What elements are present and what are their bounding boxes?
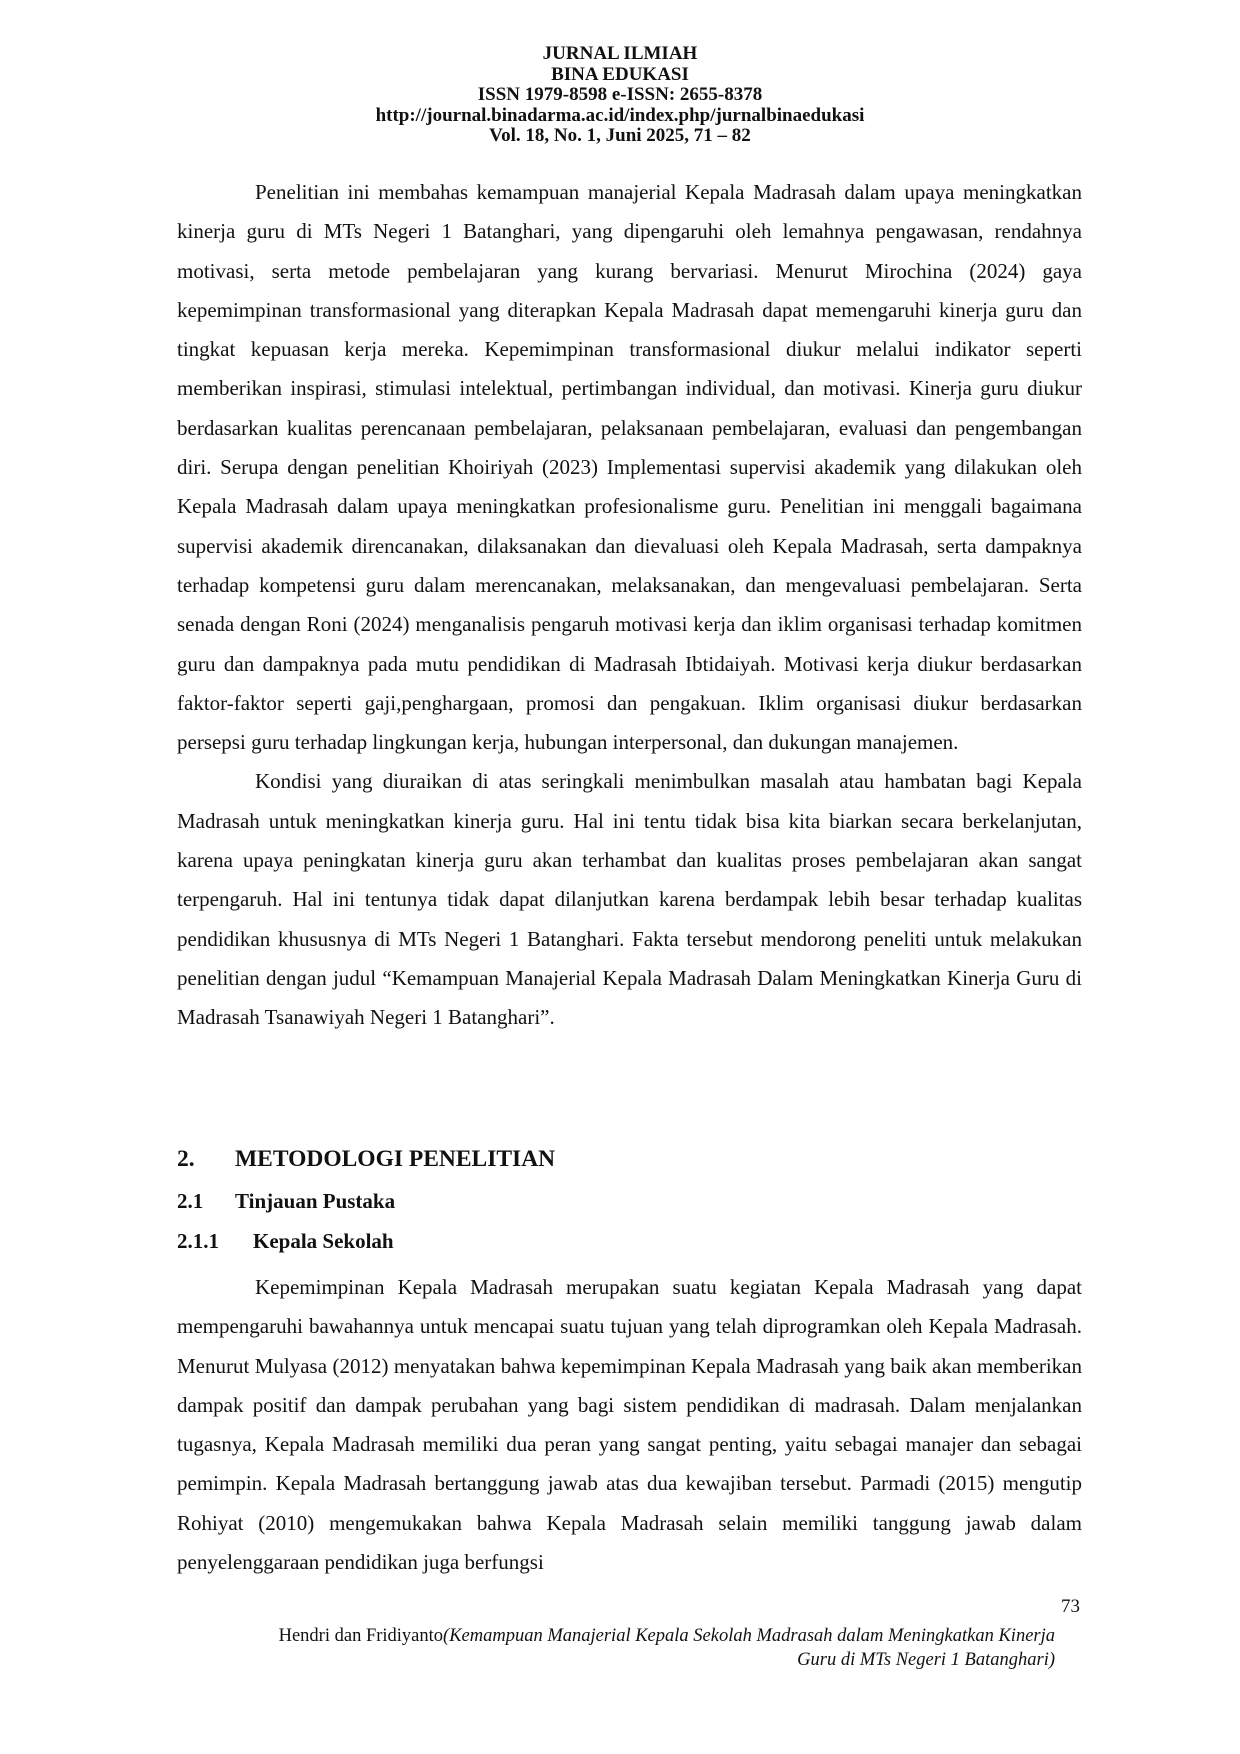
journal-issn: ISSN 1979-8598 e-ISSN: 2655-8378 (477, 84, 763, 105)
subsubsection-title: Kepala Sekolah (253, 1229, 394, 1253)
footer-authors: Hendri dan Fridiyanto (278, 1626, 444, 1646)
page-footer: Hendri dan Fridiyanto(Kemampuan Manajeri… (150, 1624, 1055, 1672)
footer-title-line2: Guru di MTs Negeri 1 Batanghari) (797, 1650, 1055, 1670)
footer-title-line1: (Kemampuan Manajerial Kepala Sekolah Mad… (443, 1626, 1055, 1646)
subsection-title: Tinjauan Pustaka (235, 1189, 396, 1213)
journal-name-line2: BINA EDUKASI (551, 63, 689, 85)
paragraph-1: Penelitian ini membahas kemampuan manaje… (177, 180, 1082, 755)
journal-volume: Vol. 18, No. 1, Juni 2025, 71 – 82 (489, 125, 751, 146)
subsection-number: 2.1 (177, 1189, 204, 1213)
section-heading-2: 2. METODOLOGI PENELITIAN (177, 1144, 555, 1174)
section-title: METODOLOGI PENELITIAN (235, 1146, 556, 1172)
paragraph-2: Kondisi yang diuraikan di atas seringkal… (177, 769, 1082, 1030)
journal-url: http://journal.binadarma.ac.id/index.php… (375, 104, 865, 126)
body-text-bottom: Kepemimpinan Kepala Madrasah merupakan s… (177, 1268, 1082, 1582)
journal-name-line1: JURNAL ILMIAH (542, 43, 698, 64)
paragraph-3: Kepemimpinan Kepala Madrasah merupakan s… (177, 1275, 1082, 1575)
section-number: 2. (177, 1146, 195, 1172)
journal-header: JURNAL ILMIAH BINA EDUKASI ISSN 1979-859… (0, 43, 1240, 147)
body-text-top: Penelitian ini membahas kemampuan manaje… (177, 173, 1082, 1038)
subsubsection-number: 2.1.1 (177, 1229, 219, 1253)
subsection-heading-2-1-1: 2.1.1 Kepala Sekolah (177, 1227, 394, 1255)
page-number: 73 (1061, 1596, 1080, 1617)
subsection-heading-2-1: 2.1 Tinjauan Pustaka (177, 1187, 395, 1215)
